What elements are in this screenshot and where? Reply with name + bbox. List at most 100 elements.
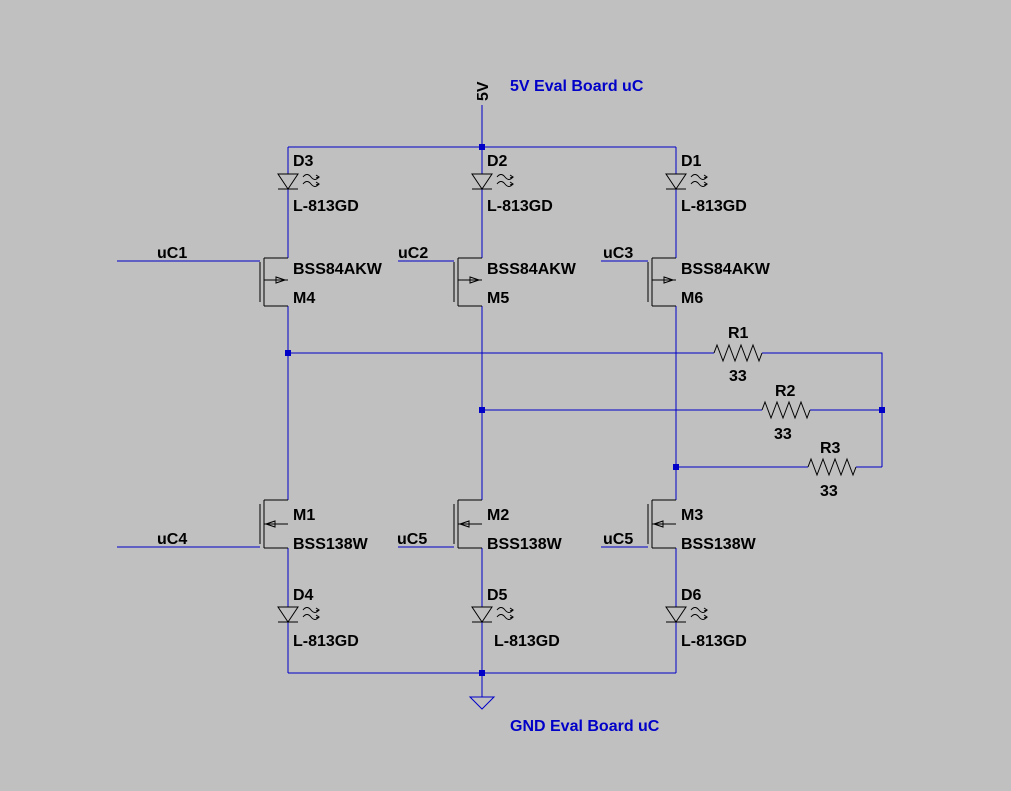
d2-value: L-813GD — [487, 198, 553, 215]
d3-led-symbol-body — [277, 173, 299, 190]
m3-ref: M3 — [681, 507, 703, 524]
m5-value: BSS84AKW — [487, 261, 577, 278]
d1-led-symbol-light-wave — [690, 174, 708, 180]
r2-ref: R2 — [775, 383, 796, 400]
supply-net-label: 5V — [475, 81, 492, 101]
junction-m5-node — [479, 407, 485, 413]
d6-led-symbol-light-arrow — [703, 607, 709, 612]
d5-led-symbol-light-arrow — [509, 607, 515, 612]
r1-symbol-zigzag — [713, 343, 763, 363]
d6-led-symbol-light-wave — [690, 614, 708, 620]
d3-ref: D3 — [293, 153, 314, 170]
component-symbols — [259, 173, 857, 710]
m6-symbol-arrow — [663, 276, 675, 284]
m4-value: BSS84AKW — [293, 261, 383, 278]
d5-led-symbol-light-wave — [496, 607, 514, 613]
r2-symbol-zigzag — [761, 400, 811, 420]
d1-led-symbol-light-arrow — [703, 181, 709, 186]
junction-5v — [479, 144, 485, 150]
net-uc5-right: uC5 — [603, 531, 633, 548]
m2-ref: M2 — [487, 507, 509, 524]
m3-value: BSS138W — [681, 536, 757, 553]
d5-led-symbol — [471, 606, 515, 623]
d2-led-symbol-light-wave — [496, 174, 514, 180]
d4-led-symbol-light-arrow — [315, 614, 321, 619]
net-uc4: uC4 — [157, 531, 187, 548]
r1-value: 33 — [729, 368, 747, 385]
m1-ref: M1 — [293, 507, 315, 524]
r1-right-wire — [762, 352, 883, 467]
d6-led-symbol — [665, 606, 709, 623]
m2-symbol-arrow — [458, 520, 470, 528]
d6-ref: D6 — [681, 587, 702, 604]
d2-led-symbol-light-arrow — [509, 174, 515, 179]
junction-m4-node — [285, 350, 291, 356]
supply-note: 5V Eval Board uC — [510, 78, 644, 95]
d6-value: L-813GD — [681, 633, 747, 650]
junction-m6-node — [673, 464, 679, 470]
ground-note: GND Eval Board uC — [510, 718, 660, 735]
d5-led-symbol-light-arrow — [509, 614, 515, 619]
d2-led-symbol-light-arrow — [509, 181, 515, 186]
d2-led-symbol — [471, 173, 515, 190]
d1-ref: D1 — [681, 153, 702, 170]
m4-symbol-arrow — [275, 276, 287, 284]
r3-symbol-zigzag — [807, 457, 857, 477]
d3-led-symbol-light-arrow — [315, 181, 321, 186]
d2-ref: D2 — [487, 153, 508, 170]
m3-symbol — [647, 499, 676, 549]
d5-ref: D5 — [487, 587, 508, 604]
d4-led-symbol-body — [277, 606, 299, 623]
d3-value: L-813GD — [293, 198, 359, 215]
m2-symbol — [453, 499, 482, 549]
wires — [117, 105, 883, 697]
junction-gnd — [479, 670, 485, 676]
d4-led-symbol-light-wave — [302, 607, 320, 613]
net-uc1: uC1 — [157, 245, 187, 262]
d1-value: L-813GD — [681, 198, 747, 215]
r2-symbol — [761, 400, 811, 420]
r3-ref: R3 — [820, 440, 841, 457]
d4-led-symbol — [277, 606, 321, 623]
d3-led-symbol-light-arrow — [315, 174, 321, 179]
m2-value: BSS138W — [487, 536, 563, 553]
d5-led-symbol-light-wave — [496, 614, 514, 620]
net-uc3: uC3 — [603, 245, 633, 262]
d6-led-symbol-light-arrow — [703, 614, 709, 619]
d4-led-symbol-light-wave — [302, 614, 320, 620]
net-uc5-mid: uC5 — [397, 531, 427, 548]
r1-ref: R1 — [728, 325, 749, 342]
d1-led-symbol-light-wave — [690, 181, 708, 187]
m3-symbol-arrow — [652, 520, 664, 528]
m5-symbol — [453, 257, 482, 307]
d1-led-symbol — [665, 173, 709, 190]
m6-ref: M6 — [681, 290, 703, 307]
d2-led-symbol-body — [471, 173, 493, 190]
m5-ref: M5 — [487, 290, 509, 307]
m4-symbol — [259, 257, 288, 307]
d1-led-symbol-light-arrow — [703, 174, 709, 179]
m4-ref: M4 — [293, 290, 315, 307]
d3-led-symbol — [277, 173, 321, 190]
d6-led-symbol-body — [665, 606, 687, 623]
ground-triangle — [468, 696, 496, 710]
labels: 5V 5V Eval Board uC GND Eval Board uC D3… — [157, 78, 841, 735]
d4-value: L-813GD — [293, 633, 359, 650]
junctions — [285, 144, 885, 676]
net-uc2: uC2 — [398, 245, 428, 262]
m6-value: BSS84AKW — [681, 261, 771, 278]
d1-led-symbol-body — [665, 173, 687, 190]
d3-led-symbol-light-wave — [302, 174, 320, 180]
m1-symbol — [259, 499, 288, 549]
d6-led-symbol-light-wave — [690, 607, 708, 613]
r2-value: 33 — [774, 426, 792, 443]
d4-ref: D4 — [293, 587, 314, 604]
d2-led-symbol-light-wave — [496, 181, 514, 187]
m6-symbol — [647, 257, 676, 307]
m1-symbol-arrow — [264, 520, 276, 528]
m5-symbol-arrow — [469, 276, 481, 284]
d5-value: L-813GD — [494, 633, 560, 650]
d5-led-symbol-body — [471, 606, 493, 623]
r3-value: 33 — [820, 483, 838, 500]
